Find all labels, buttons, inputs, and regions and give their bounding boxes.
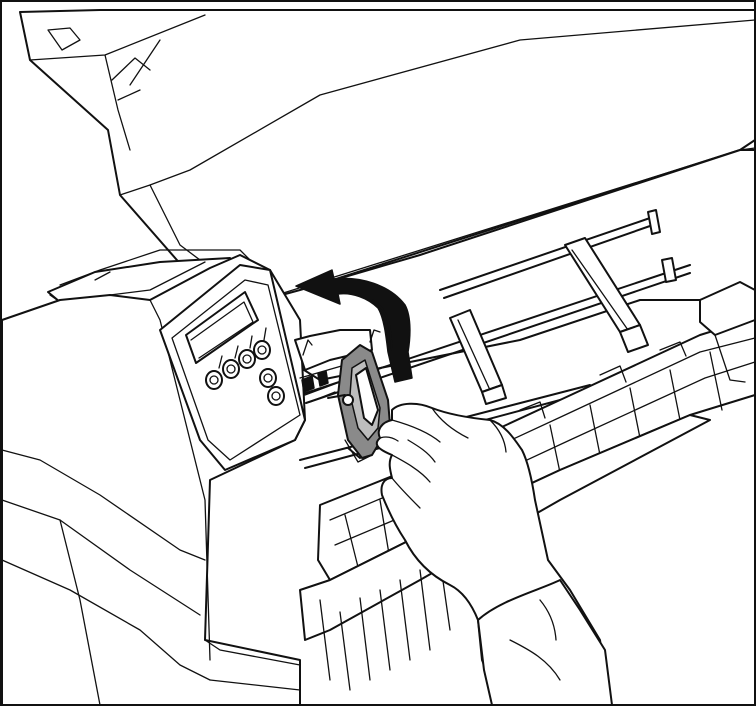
panel-button-1 (205, 370, 223, 390)
panel-button-3 (238, 349, 256, 369)
tractor-lock-knob (342, 394, 354, 406)
tractor-holder-right (564, 237, 649, 353)
panel-button-2 (222, 359, 240, 379)
tractor-holder-left (449, 309, 507, 405)
control-panel-display (185, 291, 259, 364)
lift-direction-arrow (295, 269, 413, 383)
panel-button-5 (259, 368, 277, 388)
panel-button-6 (267, 386, 285, 406)
panel-button-4 (253, 340, 271, 360)
operator-hand (375, 402, 613, 706)
control-panel (159, 264, 306, 471)
tractor-unit (327, 329, 391, 463)
